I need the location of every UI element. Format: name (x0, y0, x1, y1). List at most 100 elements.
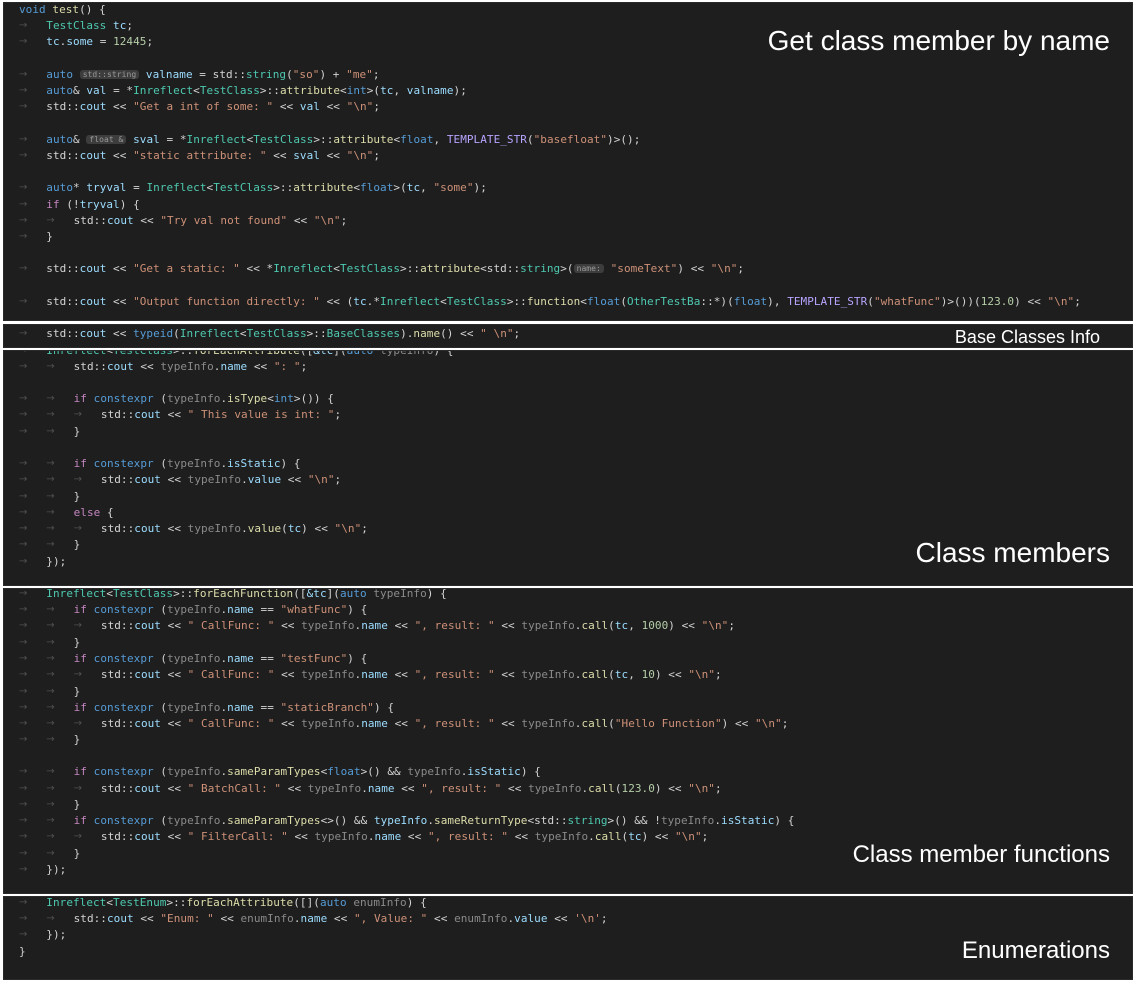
code-line: →→} (19, 797, 81, 813)
code-token: << (427, 912, 455, 925)
code-token: < (353, 181, 361, 194)
code-token: "\n" (688, 782, 715, 795)
code-line: →→if constexpr (typeInfo.name == "whatFu… (19, 602, 368, 618)
indent-guide-icon: → (19, 783, 28, 794)
code-token: << (247, 360, 274, 373)
code-token: ) << (641, 830, 675, 843)
code-line: →tc.some = 12445; (19, 34, 153, 50)
code-token: < (193, 84, 200, 97)
code-token: "someText" (610, 262, 678, 275)
code-token: "\n" (755, 717, 782, 730)
code-token: typeInfo (528, 782, 582, 795)
code-token: ), (767, 295, 788, 308)
code-token: . (581, 782, 589, 795)
code-token: name (227, 652, 254, 665)
code-token: typeInfo (167, 765, 221, 778)
code-token: == (253, 652, 281, 665)
code-token: tc (380, 84, 394, 97)
code-token: ) { (347, 603, 368, 616)
code-token: std:: (100, 668, 135, 681)
indent-guide-icon: → (19, 702, 28, 713)
code-token: , (628, 668, 642, 681)
code-line: →→std::cout << typeInfo.name << ": "; (19, 359, 308, 375)
code-token: } (73, 798, 81, 811)
code-token: "\n" (346, 100, 374, 113)
indent-guide-icon: → (19, 409, 28, 420)
code-token: << (133, 360, 161, 373)
code-token: . (354, 717, 362, 730)
code-token: TestClass (199, 84, 260, 97)
code-token: "static attribute: " (133, 149, 267, 162)
indent-guide-icon: → (19, 539, 28, 550)
code-token: ; (300, 360, 308, 373)
indent-guide-icon: → (46, 686, 55, 697)
code-token: . (714, 814, 722, 827)
indent-guide-icon: → (19, 296, 28, 307)
code-token: name (413, 327, 441, 340)
code-token: tc (353, 295, 367, 308)
code-token: ) { (520, 765, 541, 778)
indent-guide-icon: → (73, 718, 83, 729)
code-token: ) { (280, 457, 301, 470)
code-token: tc (287, 522, 302, 535)
code-token: ([ (299, 350, 314, 357)
code-token: << (547, 912, 575, 925)
code-token: ::*)( (700, 295, 734, 308)
code-token: attribute (420, 262, 481, 275)
code-token: << (274, 668, 302, 681)
indent-guide-icon: → (19, 101, 28, 112)
code-token: enumInfo (240, 912, 294, 925)
code-token: typeInfo (521, 717, 575, 730)
code-token: cout (79, 327, 107, 340)
code-token: Inreflect (46, 350, 107, 357)
code-token: call (588, 782, 615, 795)
indent-guide-icon: → (73, 409, 83, 420)
code-token: ( (153, 814, 168, 827)
code-token: () << (440, 327, 481, 340)
indent-guide-icon: → (19, 393, 28, 404)
panel-get-member-by-name: Get class member by name void test() {→T… (3, 2, 1133, 321)
code-token: typeInfo (160, 360, 214, 373)
code-token: auto (46, 68, 73, 81)
code-token: " BatchCall: " (187, 782, 282, 795)
code-token: = * (159, 133, 187, 146)
code-token: . (293, 912, 301, 925)
code-token: << (281, 782, 308, 795)
indent-guide-icon: → (19, 85, 28, 96)
code-token: isStatic (227, 457, 281, 470)
code-token: << (274, 717, 302, 730)
code-token: ). (400, 327, 414, 340)
code-token: some (66, 35, 94, 48)
code-token: } (73, 847, 81, 860)
code-token: ) { (433, 350, 454, 357)
code-token: ", result: " (414, 668, 495, 681)
code-token: = std:: (192, 68, 247, 81)
indent-guide-icon: → (46, 669, 55, 680)
code-token: typeInfo (301, 668, 355, 681)
code-line: →→→std::cout << " This value is int: "; (19, 407, 341, 423)
code-token: << (266, 149, 294, 162)
code-token: std:: (46, 262, 80, 275)
code-token: forEachFunction (193, 588, 294, 600)
code-token: , (420, 181, 434, 194)
code-token: << (160, 619, 188, 632)
code-token: < (106, 588, 114, 600)
code-token: "whatFunc" (873, 295, 941, 308)
code-token: typeInfo (407, 765, 461, 778)
code-line: →→if constexpr (typeInfo.isStatic) { (19, 456, 301, 472)
code-token: "testFunc" (280, 652, 348, 665)
code-token: >:: (166, 896, 187, 909)
code-token: << (160, 473, 188, 486)
code-token: "Get a static: " (133, 262, 240, 275)
indent-guide-icon: → (19, 718, 28, 729)
code-token: ) << (654, 668, 689, 681)
code-token: ; (715, 668, 722, 681)
code-token: << (287, 214, 314, 227)
code-token: ": " (273, 360, 301, 373)
code-token: "some" (433, 181, 474, 194)
code-token: name (300, 912, 328, 925)
code-token: << * (239, 262, 274, 275)
code-token: ; (728, 619, 736, 632)
code-token: ( (153, 701, 168, 714)
code-token: cout (79, 262, 107, 275)
